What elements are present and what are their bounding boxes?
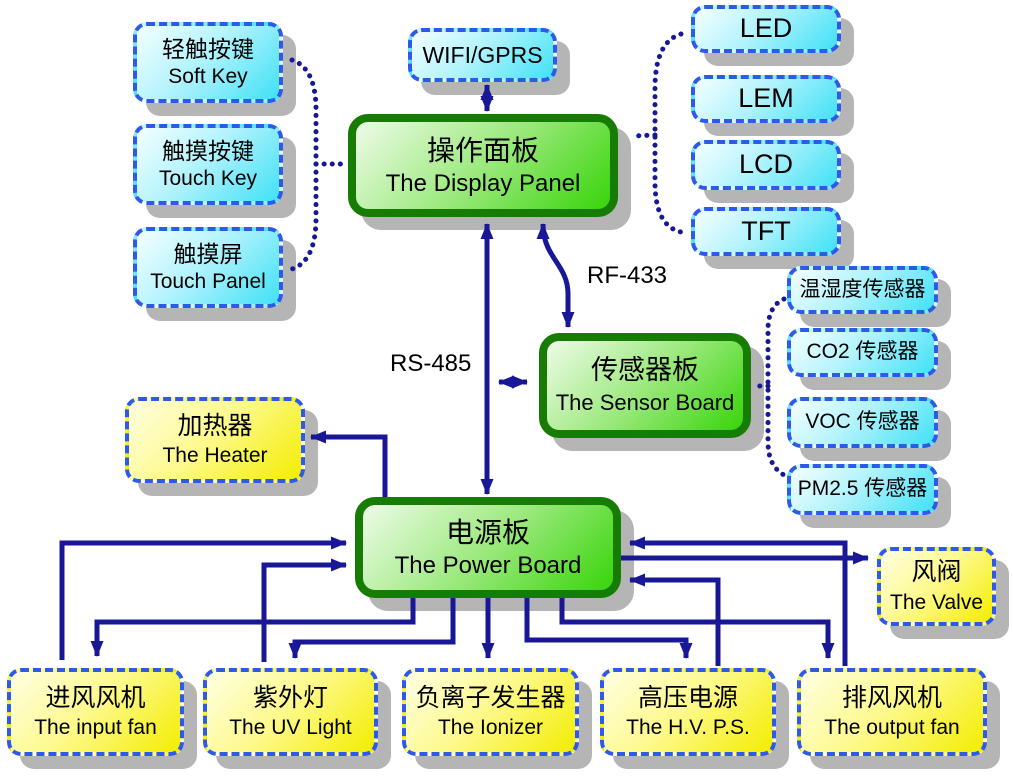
valve-label-zh: 风阀 xyxy=(911,558,962,587)
touch-key-label-zh: 触摸按键 xyxy=(162,137,254,164)
soft-key-label-zh: 轻触按键 xyxy=(162,35,254,62)
uv-light-label-zh: 紫外灯 xyxy=(252,683,328,712)
node-heater: 加热器 The Heater xyxy=(125,397,305,483)
node-lem: LEM xyxy=(691,75,841,123)
lcd-label: LCD xyxy=(738,149,793,180)
arrow-rf433-display-sensor xyxy=(536,223,575,328)
input-fan-label-zh: 进风风机 xyxy=(45,683,146,712)
node-touch-panel: 触摸屏 Touch Panel xyxy=(133,227,283,308)
brace-display-outputs xyxy=(652,31,684,235)
node-touch-key: 触摸按键 Touch Key xyxy=(133,124,283,205)
brace-display-outputs-hook xyxy=(630,132,658,139)
led-label: LED xyxy=(739,13,793,44)
node-pm25-sensor: PM2.5 传感器 xyxy=(787,464,938,515)
arrow-power-to-inputfan xyxy=(90,596,416,657)
display-panel-label-en: The Display Panel xyxy=(385,169,581,197)
lem-label: LEM xyxy=(738,83,794,114)
output-fan-label-en: The output fan xyxy=(824,716,960,739)
input-fan-label-en: The input fan xyxy=(34,716,157,739)
node-wifi-gprs: WIFI/GPRS xyxy=(408,28,557,82)
hv-power-supply-label-en: The H.V. P.S. xyxy=(626,716,750,739)
arrow-inputfan-to-power xyxy=(59,536,347,660)
power-board-label-zh: 电源板 xyxy=(445,516,530,548)
node-ionizer: 负离子发生器 The Ionizer xyxy=(402,668,579,756)
wifi-gprs-label: WIFI/GPRS xyxy=(422,41,543,68)
pm25-sensor-label: PM2.5 传感器 xyxy=(797,477,928,501)
node-co2-sensor: CO2 传感器 xyxy=(787,328,938,377)
tft-label: TFT xyxy=(741,215,791,246)
node-display-panel: 操作面板 The Display Panel xyxy=(348,114,618,217)
sensor-board-label-zh: 传感器板 xyxy=(591,355,699,386)
node-uv-light: 紫外灯 The UV Light xyxy=(203,668,378,756)
node-output-fan: 排风风机 The output fan xyxy=(797,668,987,756)
heater-label-zh: 加热器 xyxy=(177,411,253,440)
node-hv-power-supply: 高压电源 The H.V. P.S. xyxy=(600,668,776,756)
touch-key-label-en: Touch Key xyxy=(158,167,258,191)
node-valve: 风阀 The Valve xyxy=(877,547,996,626)
ionizer-label-zh: 负离子发生器 xyxy=(415,683,566,712)
node-temp-humidity-sensor: 温湿度传感器 xyxy=(787,266,938,314)
ionizer-label-en: The Ionizer xyxy=(437,716,544,739)
uv-light-label-en: The UV Light xyxy=(229,716,352,739)
node-lcd: LCD xyxy=(691,140,841,190)
rf433-label: RF-433 xyxy=(587,262,668,289)
brace-sensors xyxy=(765,296,787,478)
power-board-label-en: The Power Board xyxy=(394,551,582,579)
rs485-label: RS-485 xyxy=(390,350,472,377)
hv-power-supply-label-zh: 高压电源 xyxy=(637,683,738,712)
node-led: LED xyxy=(691,5,841,53)
arrow-power-to-hvps xyxy=(524,596,693,659)
node-input-fan: 进风风机 The input fan xyxy=(7,668,184,756)
node-tft: TFT xyxy=(691,207,841,256)
sensor-board-label-en: The Sensor Board xyxy=(555,390,735,416)
output-fan-label-zh: 排风风机 xyxy=(841,683,942,712)
display-panel-label-zh: 操作面板 xyxy=(426,134,539,166)
node-soft-key: 轻触按键 Soft Key xyxy=(133,22,283,103)
brace-input-keys xyxy=(289,57,319,272)
arrow-power-to-outputfan xyxy=(559,596,835,659)
arrow-hvps-to-power xyxy=(629,573,721,666)
arrow-outputfan-to-power xyxy=(629,536,848,666)
node-power-board: 电源板 The Power Board xyxy=(355,497,621,598)
valve-label-en: The Valve xyxy=(890,590,983,614)
node-voc-sensor: VOC 传感器 xyxy=(787,397,938,448)
node-sensor-board: 传感器板 The Sensor Board xyxy=(539,333,751,438)
heater-label-en: The Heater xyxy=(162,444,268,467)
temp-humidity-sensor-label: 温湿度传感器 xyxy=(799,277,926,301)
arrow-uvlight-to-power xyxy=(261,558,347,662)
co2-sensor-label: CO2 传感器 xyxy=(806,340,919,364)
touch-panel-label-zh: 触摸屏 xyxy=(173,240,243,267)
touch-panel-label-en: Touch Panel xyxy=(150,270,266,294)
voc-sensor-label: VOC 传感器 xyxy=(805,410,920,434)
soft-key-label-en: Soft Key xyxy=(168,65,248,89)
arrow-power-to-uvlight xyxy=(288,596,456,659)
arrow-power-to-heater xyxy=(310,430,388,498)
